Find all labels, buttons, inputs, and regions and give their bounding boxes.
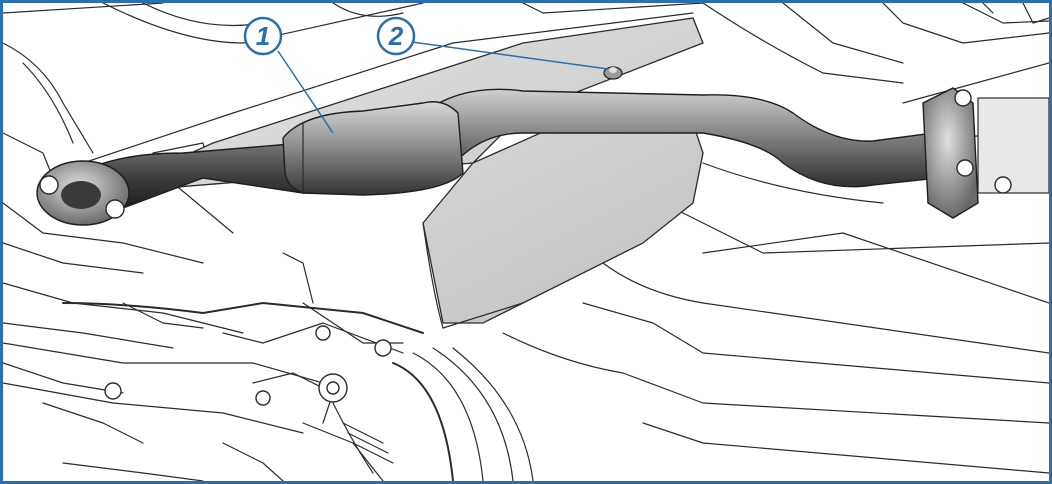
subframe-and-suspension xyxy=(3,252,424,481)
front-flange xyxy=(36,160,130,226)
callout-1-number: 1 xyxy=(256,21,270,51)
vehicle-body-lines xyxy=(3,3,1049,481)
callout-2-number: 2 xyxy=(388,21,404,51)
underbody-illustration: 1 2 xyxy=(3,3,1049,481)
wheel xyxy=(392,347,534,481)
callout-2-circle xyxy=(376,16,416,56)
rear-flange xyxy=(922,87,1049,219)
callout-1: 1 xyxy=(243,16,334,134)
callout-1-circle xyxy=(243,16,283,56)
callout-2: 2 xyxy=(376,16,609,70)
heat-shield-nut xyxy=(603,66,623,80)
